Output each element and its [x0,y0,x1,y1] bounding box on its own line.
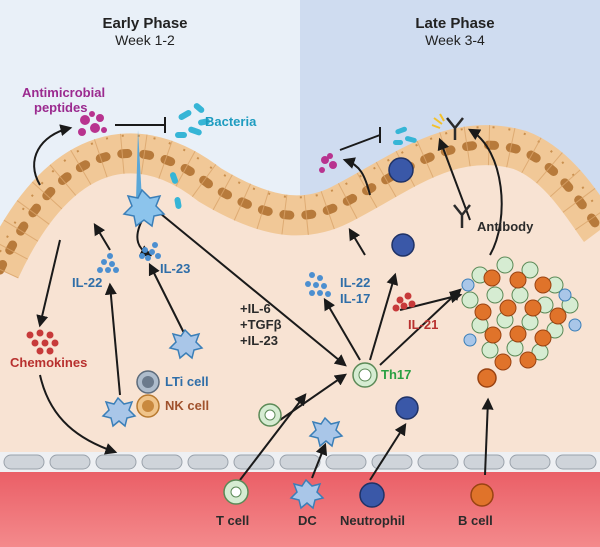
dendritic-cell-epithelium [122,188,166,228]
late-phase-subtitle: Week 3-4 [425,32,485,48]
lti-cell-nucleus [142,376,154,388]
antibody-binding [446,117,464,140]
late-phase-title: Late Phase [415,15,495,32]
bacteria-invading [169,172,182,209]
lymphoid-follicle [461,256,582,371]
il17-late-label: IL-17 [340,291,371,306]
dc-label: DC [298,513,317,528]
il23-label: IL-23 [160,261,191,276]
neutrophil-label: Neutrophil [340,513,405,528]
early-phase-title: Early Phase [102,15,188,32]
antibody-label: Antibody [477,219,534,234]
neutrophil-blood [359,482,385,508]
dc-protrusion [136,130,142,200]
neutrophils [388,157,419,420]
binding-spark [431,113,445,129]
vessel-wall [0,452,600,472]
il22-early-dots [97,253,119,273]
il21-dots [392,292,416,312]
il23-dots [139,242,161,261]
th17-label: Th17 [381,367,412,382]
arrows [33,117,503,481]
chemokine-dots [26,329,59,355]
cytokine-il6-label: +IL-6 [240,301,271,316]
early-phase-subtitle: Week 1-2 [115,32,175,48]
t-cell-label: T cell [216,513,250,528]
chemokines-label: Chemokines [10,355,88,370]
b-cell-blood [470,483,494,507]
il22-il17-dots [305,272,331,297]
antimicrobial-label-line2: peptides [34,100,88,115]
lti-cell-label: LTi cell [165,374,209,389]
epithelial-nuclei [0,140,600,275]
il21-label: IL-21 [408,317,439,332]
antimicrobial-peptides-late [319,153,337,173]
dendritic-cell-lamina [168,328,204,360]
b-cell-label: B cell [458,513,493,528]
bacteria-label: Bacteria [205,114,257,129]
b-cell-lamina [477,368,497,388]
bacteria-early [175,103,210,138]
nk-cell-label: NK cell [165,398,210,413]
cytokine-tgfb-label: +TGFβ [240,317,282,332]
dendritic-cell-lower [101,396,344,448]
il22-late-label: IL-22 [340,275,371,290]
il22-early-label: IL-22 [72,275,103,290]
antimicrobial-peptides-early [78,111,107,136]
antimicrobial-label-line1: Antimicrobial [22,85,106,100]
bacteria-late [393,126,417,145]
nk-cell-nucleus [142,400,154,412]
dc-blood [289,478,325,510]
cytokine-il23-label: +IL-23 [240,333,278,348]
antibody-epithelium [453,204,471,228]
blood-cells [223,478,494,510]
